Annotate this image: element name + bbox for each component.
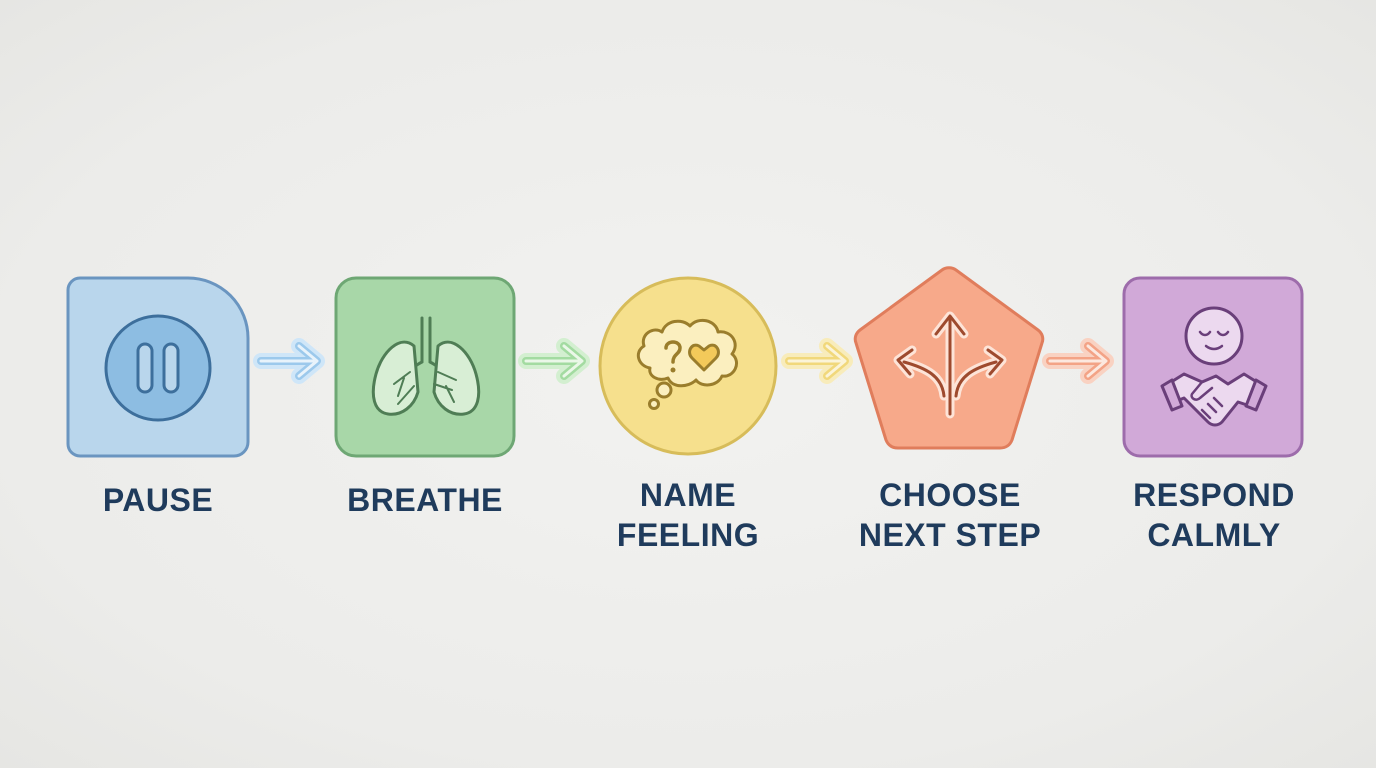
step-breathe	[334, 276, 518, 460]
arrow-pause-to-breathe-icon	[253, 338, 325, 384]
step-pause-label: PAUSE	[38, 480, 278, 520]
step-respond-calmly-label: RESPOND CALMLY	[1094, 475, 1334, 555]
thought-bubble-icon	[636, 318, 738, 410]
step-breathe-label: BREATHE	[305, 480, 545, 520]
step-choose-next-step-label-line-2: NEXT STEP	[858, 517, 1042, 553]
step-pause	[66, 276, 250, 460]
step-respond-calmly-label-line-2: CALMLY	[1147, 517, 1281, 553]
step-pause-label-line-1: PAUSE	[102, 482, 214, 518]
arrow-breathe-to-name-feeling-icon	[518, 338, 590, 384]
lungs-icon	[371, 316, 481, 416]
step-respond-calmly-label-line-1: RESPOND	[1133, 477, 1295, 513]
step-choose-next-step	[852, 264, 1048, 460]
step-name-feeling-label-line-1: NAME	[639, 477, 737, 513]
calm-face-handshake-icon	[1160, 306, 1268, 427]
arrow-choose-next-step-to-respond-calmly	[1042, 338, 1122, 384]
pause-icon	[104, 314, 212, 422]
arrow-name-feeling-to-choose-next-step-icon	[781, 338, 853, 384]
step-name-feeling-label: NAME FEELING	[568, 475, 808, 555]
branching-arrows-icon	[893, 311, 1007, 419]
arrow-choose-next-step-to-respond-calmly-icon	[1042, 338, 1114, 384]
arrow-pause-to-breathe	[253, 338, 333, 384]
step-respond-calmly	[1122, 276, 1306, 460]
arrow-breathe-to-name-feeling	[518, 338, 598, 384]
step-name-feeling	[598, 276, 782, 460]
step-choose-next-step-label-line-1: CHOOSE	[879, 477, 1021, 513]
step-name-feeling-label-line-2: FEELING	[616, 517, 760, 553]
arrow-name-feeling-to-choose-next-step	[781, 338, 861, 384]
step-breathe-label-line-1: BREATHE	[347, 482, 503, 518]
step-choose-next-step-label: CHOOSE NEXT STEP	[830, 475, 1070, 555]
step-respond-calmly-shape	[1122, 276, 1304, 458]
